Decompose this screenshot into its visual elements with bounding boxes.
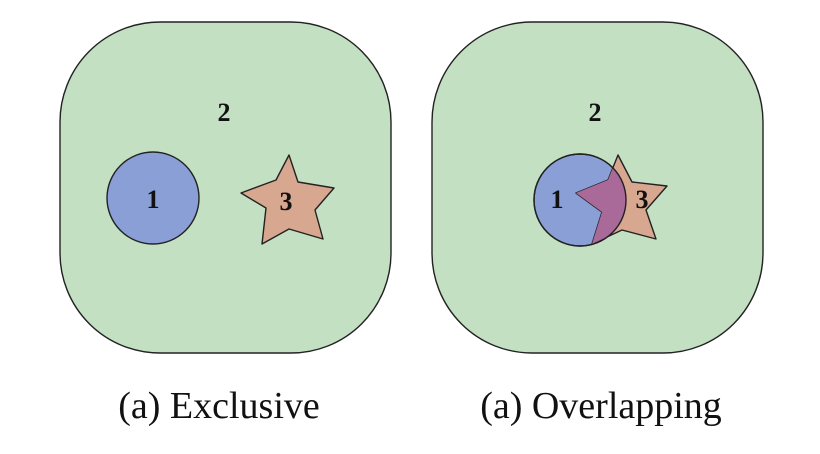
region-3-label-b: 3	[636, 185, 649, 214]
circle-region-a	[106, 151, 200, 245]
region-3-label-a: 3	[280, 187, 293, 216]
circle-outline-b	[533, 153, 627, 247]
intersection-region-b	[576, 155, 626, 244]
panel-overlapping: 2 1 3	[431, 21, 764, 354]
region-1-label-b: 1	[551, 185, 564, 214]
star-region-a	[240, 154, 335, 245]
region-1-label-a: 1	[147, 185, 160, 214]
panel-exclusive: 2 1 3	[59, 21, 392, 354]
region-2-label-b: 2	[589, 98, 602, 127]
region-2-label-a: 2	[218, 98, 231, 127]
caption-overlapping: (a) Overlapping	[480, 385, 722, 427]
caption-exclusive: (a) Exclusive	[118, 385, 320, 427]
outer-region-a	[59, 21, 392, 354]
